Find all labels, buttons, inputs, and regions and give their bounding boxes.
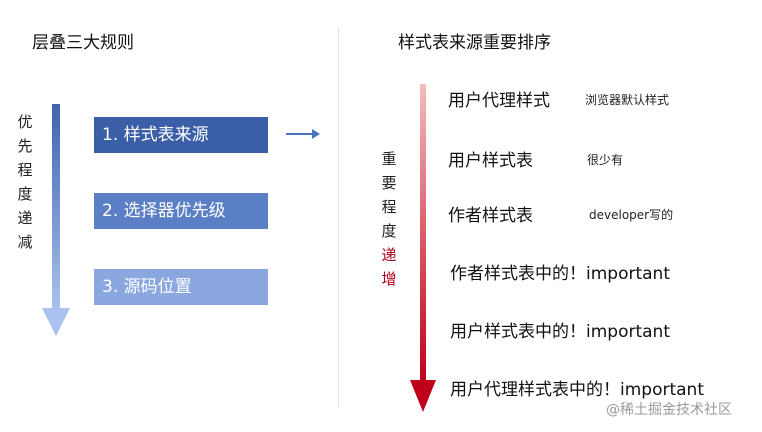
rank-item-user-agent: 用户代理样式 <box>448 91 550 111</box>
arrow-shaft <box>52 104 60 310</box>
rank-item-user-important: 用户样式表中的！important <box>450 322 670 342</box>
arrow-shaft <box>420 84 426 382</box>
rank-item-author: 作者样式表 <box>448 206 533 226</box>
importance-axis-char: 度 <box>381 222 397 240</box>
priority-axis-char: 程 <box>17 161 33 179</box>
priority-axis-char: 先 <box>17 137 33 155</box>
panel-divider <box>338 28 339 408</box>
importance-axis-highlight-char: 增 <box>381 270 397 288</box>
rule-specificity-box: 2. 选择器优先级 <box>94 193 268 229</box>
rule-position-label: 3. 源码位置 <box>102 277 192 297</box>
rule-source-box: 1. 样式表来源 <box>94 117 268 153</box>
priority-decrease-arrow <box>42 104 70 336</box>
rule-source-label: 1. 样式表来源 <box>102 125 209 145</box>
rank-item-user-agent-important: 用户代理样式表中的！important <box>450 380 704 400</box>
priority-axis-char: 优 <box>17 113 33 131</box>
priority-axis-char: 减 <box>17 233 33 251</box>
importance-axis-label: 重 要 程 度 递 增 <box>380 147 398 291</box>
watermark: @稀土掘金技术社区 <box>606 402 732 418</box>
importance-axis-char: 程 <box>381 198 397 216</box>
importance-axis-highlight-char: 递 <box>381 246 397 264</box>
rule-position-box: 3. 源码位置 <box>94 269 268 305</box>
expand-arrow-icon <box>286 129 320 139</box>
rank-item-user: 用户样式表 <box>448 151 533 171</box>
rank-note-user-agent: 浏览器默认样式 <box>585 93 670 107</box>
importance-axis-char: 重 <box>381 150 397 168</box>
rule-specificity-label: 2. 选择器优先级 <box>102 201 226 221</box>
right-title: 样式表来源重要排序 <box>398 33 551 53</box>
left-title: 层叠三大规则 <box>32 33 134 53</box>
priority-axis-char: 度 <box>17 185 33 203</box>
rank-note-user: 很少有 <box>587 153 624 167</box>
importance-axis-char: 要 <box>381 174 397 192</box>
arrow-head <box>42 308 70 336</box>
importance-increase-arrow <box>410 84 436 412</box>
priority-axis-label: 优 先 程 度 递 减 <box>16 110 34 254</box>
rank-item-author-important: 作者样式表中的！important <box>450 264 670 284</box>
arrow-head <box>410 380 436 412</box>
priority-axis-char: 递 <box>17 209 33 227</box>
rank-note-author: developer写的 <box>589 208 674 222</box>
